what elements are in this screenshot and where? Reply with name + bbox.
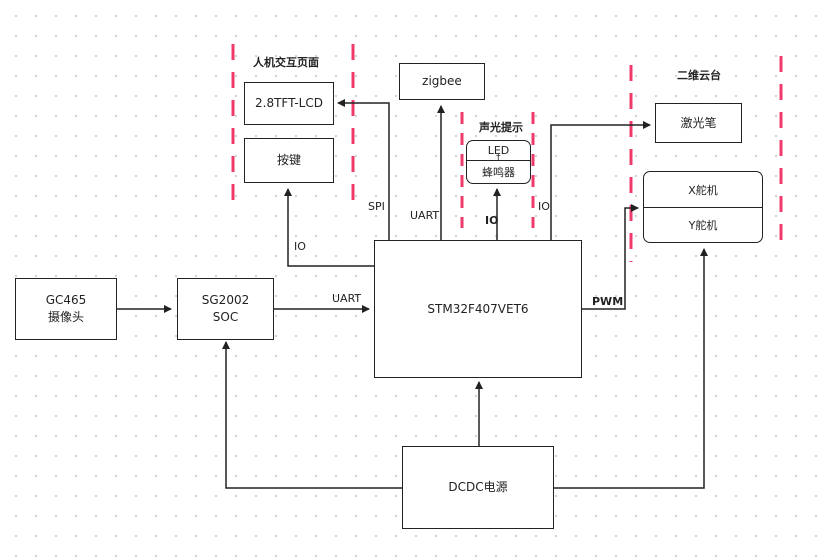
soc-name-label: SOC: [212, 310, 239, 324]
camera-name-label: 摄像头: [47, 310, 84, 324]
lcd-block[interactable]: 2.8TFT-LCD: [244, 82, 334, 125]
buzzer-cell: 蜂鸣器: [467, 161, 530, 182]
zigbee-block[interactable]: zigbee: [399, 63, 485, 100]
led-cell: LED: [467, 141, 530, 161]
soc-model-label: SG2002: [201, 293, 250, 307]
led-buzzer-block[interactable]: LED 蜂鸣器 †: [466, 140, 531, 184]
uart-soc-label: UART: [332, 292, 362, 305]
hmi-group-title: 人机交互页面: [253, 56, 319, 69]
camera-model-label: GC465: [45, 293, 87, 307]
led-label: LED: [487, 144, 510, 157]
led-buzzer-separator-glyph: †: [496, 153, 501, 163]
io-buzzer-label: IO: [485, 214, 499, 227]
uart-zigbee-label: UART: [410, 209, 440, 222]
wire-mcu-keys: [284, 188, 374, 267]
soc-block[interactable]: SG2002 SOC: [177, 278, 274, 340]
keys-block[interactable]: 按键: [244, 138, 334, 183]
x-servo-label: X舵机: [688, 183, 718, 197]
io-keys-label: IO: [294, 240, 306, 253]
wire-power-servos: [554, 248, 708, 489]
mcu-block[interactable]: STM32F407VET6: [374, 240, 582, 378]
camera-block[interactable]: GC465 摄像头: [15, 278, 117, 340]
servo-block[interactable]: X舵机 Y舵机: [643, 171, 763, 243]
y-servo-label: Y舵机: [688, 218, 718, 232]
sound-light-group-title: 声光提示: [479, 121, 523, 134]
io-laser-label: IO: [538, 200, 550, 213]
power-block[interactable]: DCDC电源: [402, 446, 554, 529]
x-servo-cell: X舵机: [644, 172, 762, 208]
wire-mcu-servos: [582, 204, 639, 310]
pwm-label: PWM: [592, 295, 624, 308]
gimbal-group-title: 二维云台: [677, 69, 721, 82]
laser-block[interactable]: 激光笔: [655, 103, 742, 143]
wire-mcu-lcd: [337, 99, 390, 240]
spi-label: SPI: [368, 200, 385, 213]
y-servo-cell: Y舵机: [644, 208, 762, 241]
wire-power-soc: [222, 341, 402, 489]
buzzer-label: 蜂鸣器: [482, 165, 515, 179]
gimbal-group-bracket: [629, 56, 783, 262]
wire-mcu-laser: [550, 121, 651, 240]
